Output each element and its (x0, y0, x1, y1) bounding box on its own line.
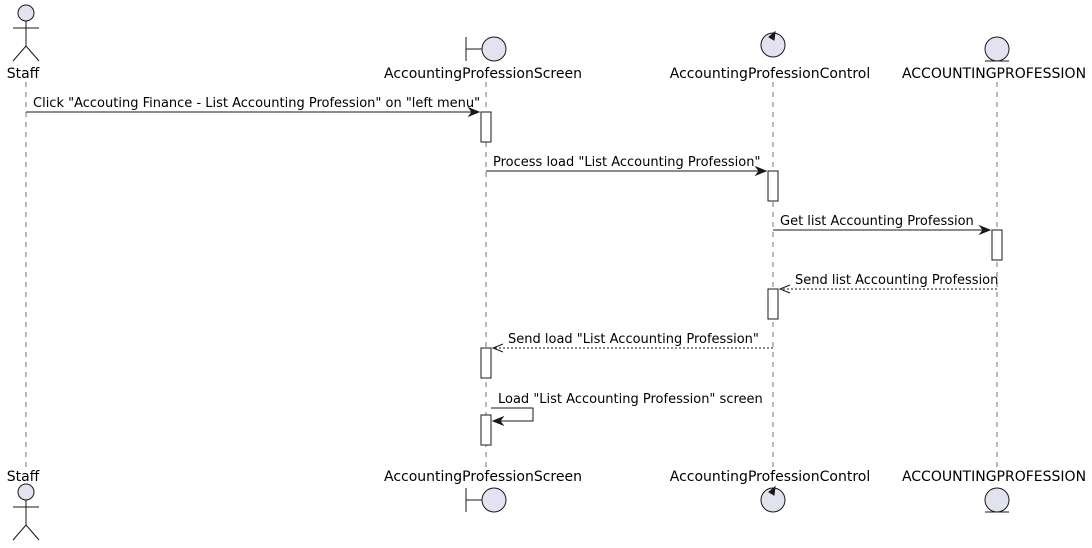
participant-label-entity: ACCOUNTINGPROFESSION (902, 469, 1086, 485)
activation-bar-control (767, 170, 779, 202)
control-icon (760, 485, 786, 513)
control-icon (760, 30, 786, 58)
participant-label-control: AccountingProfessionControl (670, 66, 870, 82)
message-label: Process load "List Accounting Profession… (493, 155, 760, 170)
actor-icon (12, 483, 40, 541)
entity-icon (984, 487, 1010, 513)
actor-icon (12, 4, 40, 62)
return-arrow (778, 284, 997, 294)
return-arrow (491, 343, 773, 353)
boundary-icon (465, 36, 507, 62)
message-label: Load "List Accounting Profession" screen (498, 392, 763, 407)
activation-bar-entity (991, 229, 1003, 261)
message-arrow (486, 165, 768, 177)
message-label: Send list Accounting Profession (795, 273, 998, 288)
activation-bar-screen (480, 111, 492, 143)
participant-label-entity: ACCOUNTINGPROFESSION (902, 66, 1086, 82)
activation-bar-control (767, 288, 779, 320)
message-arrow (26, 106, 481, 118)
self-message-arrow (491, 407, 534, 427)
participant-label-control: AccountingProfessionControl (670, 469, 870, 485)
participant-label-staff: Staff (7, 469, 40, 485)
activation-bar-screen (480, 347, 492, 379)
participant-label-staff: Staff (7, 66, 40, 82)
message-label: Get list Accounting Profession (780, 214, 974, 229)
participant-label-screen: AccountingProfessionScreen (384, 469, 582, 485)
boundary-icon (465, 487, 507, 513)
activation-bar-screen (480, 414, 492, 446)
entity-icon (984, 36, 1010, 62)
message-arrow (773, 224, 992, 236)
message-label: Click "Accouting Finance - List Accounti… (33, 96, 480, 111)
message-label: Send load "List Accounting Profession" (508, 332, 759, 347)
participant-label-screen: AccountingProfessionScreen (384, 66, 582, 82)
